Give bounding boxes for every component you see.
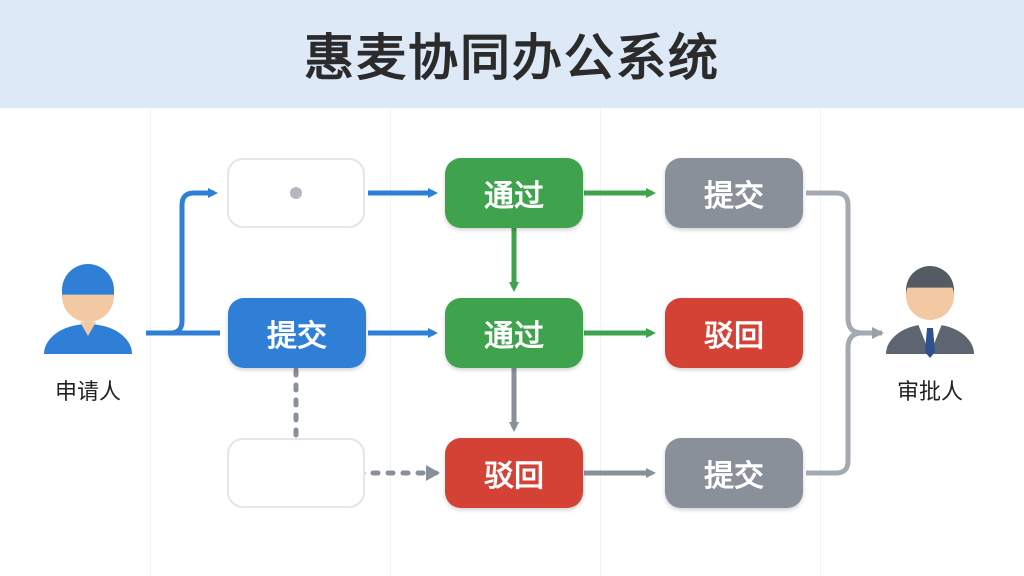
arrow-r1c3-to-approver xyxy=(806,190,878,336)
node-submit-bottom: 提交 xyxy=(665,438,803,508)
businessman-icon xyxy=(886,262,974,366)
node-approve-middle: 通过 xyxy=(445,298,583,368)
header-bar: 惠麦协同办公系统 xyxy=(0,0,1024,108)
node-submit-start: 提交 xyxy=(228,298,366,368)
user-icon xyxy=(44,264,132,366)
node-submit-top: 提交 xyxy=(665,158,803,228)
node-reject-middle: 驳回 xyxy=(665,298,803,368)
grid-line xyxy=(820,108,821,576)
grid-line xyxy=(150,108,151,576)
node-empty-top xyxy=(227,158,365,228)
dot-icon xyxy=(290,187,302,199)
node-reject-bottom: 驳回 xyxy=(445,438,583,508)
approver-actor: 审批人 xyxy=(882,262,978,406)
node-approve-top: 通过 xyxy=(445,158,583,228)
applicant-label: 申请人 xyxy=(54,380,121,405)
node-empty-bottom xyxy=(227,438,365,508)
approver-label: 审批人 xyxy=(896,380,963,405)
applicant-actor: 申请人 xyxy=(40,262,136,406)
grid-line xyxy=(390,108,391,576)
grid-line xyxy=(600,108,601,576)
arrow-r3c3-to-approver xyxy=(806,330,863,476)
dotted-arrowhead xyxy=(426,465,440,481)
page-title: 惠麦协同办公系统 xyxy=(304,29,720,87)
arrow-applicant-to-top xyxy=(146,188,218,336)
